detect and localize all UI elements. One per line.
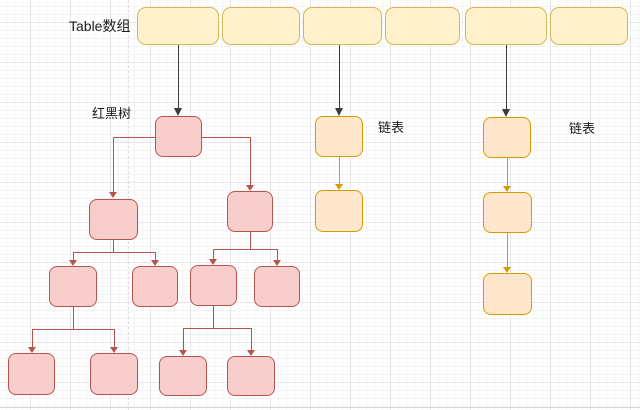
edge-l-right-head <box>151 260 159 266</box>
arrow-array-to-list2-head <box>502 109 510 117</box>
edge-list1-1-2-line <box>339 157 340 184</box>
edge-list2-1-2-line <box>507 158 508 186</box>
tree-node-lll <box>8 353 55 395</box>
tree-node-lr <box>132 266 178 307</box>
list1-node-2 <box>315 190 363 232</box>
edge-l-left-v <box>73 252 74 260</box>
array-cell-5 <box>465 7 547 45</box>
edge-root-right-head <box>246 185 254 191</box>
arrow-array-to-tree-head <box>174 108 182 116</box>
edge-rl-left-head <box>179 350 187 356</box>
edge-rl-right-v <box>251 328 252 350</box>
edge-r-left-head <box>209 259 217 265</box>
tree-node-ll <box>49 266 97 307</box>
edge-l-right-v <box>155 252 156 260</box>
edge-list1-1-2-head <box>335 184 343 190</box>
list2-node-3 <box>483 273 532 315</box>
array-cell-3 <box>303 7 382 45</box>
edge-root-right-v <box>250 137 251 185</box>
edge-list2-2-3-line <box>507 233 508 267</box>
edge-r-bar <box>213 249 277 250</box>
arrow-array-to-tree-line <box>178 45 179 109</box>
edge-ll-left-head <box>28 347 36 353</box>
list2-node-2 <box>483 192 532 233</box>
edge-list2-1-2-head <box>503 186 511 192</box>
tree-node-rl <box>190 265 237 306</box>
edge-root-left-head <box>109 192 117 198</box>
edge-rl-right-head <box>247 350 255 356</box>
edge-r-right-head <box>273 260 281 266</box>
edge-ll-stem <box>73 307 74 329</box>
edge-ll-right-head <box>110 347 118 353</box>
edge-root-right-h <box>202 137 250 138</box>
edge-l-left-head <box>69 260 77 266</box>
list2-node-1 <box>483 117 531 158</box>
canvas-bottom-edge <box>0 407 640 408</box>
edge-ll-right-v <box>114 329 115 347</box>
label-linked-list-1: 链表 <box>378 120 405 135</box>
tree-node-rll <box>159 356 207 396</box>
edge-root-left-h <box>113 137 155 138</box>
edge-rl-bar <box>183 328 251 329</box>
edge-r-stem <box>250 232 251 249</box>
edge-r-right-v <box>277 249 278 260</box>
tree-node-llr <box>90 353 138 395</box>
tree-node-rr <box>254 266 300 307</box>
edge-rl-stem <box>213 306 214 328</box>
tree-node-r <box>227 191 273 232</box>
edge-ll-left-v <box>32 329 33 347</box>
arrow-array-to-list1-head <box>335 108 343 116</box>
arrow-array-to-list2-line <box>506 45 507 109</box>
edge-rl-left-v <box>183 328 184 350</box>
label-linked-list-2: 链表 <box>569 121 596 136</box>
tree-node-rlr <box>227 356 275 396</box>
array-cell-2 <box>222 7 300 45</box>
edge-root-left-v <box>113 137 114 192</box>
array-cell-4 <box>385 7 460 45</box>
label-table-array: Table数组 <box>69 18 131 34</box>
edge-r-left-v <box>213 249 214 259</box>
edge-l-stem <box>113 240 114 252</box>
list1-node-1 <box>315 116 363 157</box>
tree-node-root <box>155 116 202 157</box>
arrow-array-to-list1-line <box>339 45 340 109</box>
array-cell-1 <box>137 7 219 45</box>
tree-node-l <box>89 199 138 240</box>
edge-list2-2-3-head <box>503 267 511 273</box>
array-cell-6 <box>550 7 628 45</box>
edge-ll-bar <box>32 329 114 330</box>
edge-l-bar <box>73 252 155 253</box>
label-red-black-tree: 红黑树 <box>92 106 132 121</box>
